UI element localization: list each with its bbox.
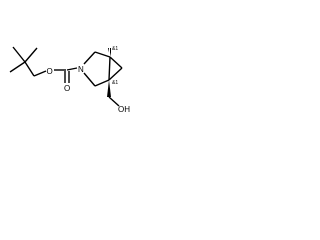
tbutyl-bond-1 (12, 46, 26, 63)
lower-stereo-label: &1 (112, 80, 118, 86)
cyclopropane-bond-1 (109, 56, 123, 69)
structure-canvas: O O N OH &1 &1 (0, 0, 152, 152)
tbutyl-bond-2 (9, 61, 26, 73)
nitrogen-label: N (78, 65, 84, 74)
tbu-to-oxygen-bond (33, 70, 47, 77)
ring-bond-bottom-n (83, 72, 96, 87)
ring-bond-bridgehead-bridgehead (108, 56, 111, 81)
ester-oxygen-label: O (47, 67, 53, 76)
carbonyl-oxygen-label: O (64, 84, 70, 93)
ch2-to-oh-bond (108, 96, 120, 107)
lower-wedge-bond (107, 80, 111, 97)
cyclopropane-bond-2 (108, 67, 123, 81)
tbutyl-bond-4 (24, 61, 35, 77)
ring-bond-top-bridgehead (94, 51, 111, 58)
hydroxyl-label: OH (118, 105, 130, 114)
molecule-structure: O O N OH &1 &1 (9, 46, 130, 114)
carbonyl-to-nitrogen-bond (66, 67, 78, 71)
ring-bond-bottom-bridgehead (94, 79, 110, 87)
ring-bond-n-top (83, 51, 96, 65)
upper-stereo-label: &1 (112, 46, 118, 52)
tbutyl-bond-3 (24, 47, 38, 63)
upper-hashed-bond (108, 48, 112, 57)
